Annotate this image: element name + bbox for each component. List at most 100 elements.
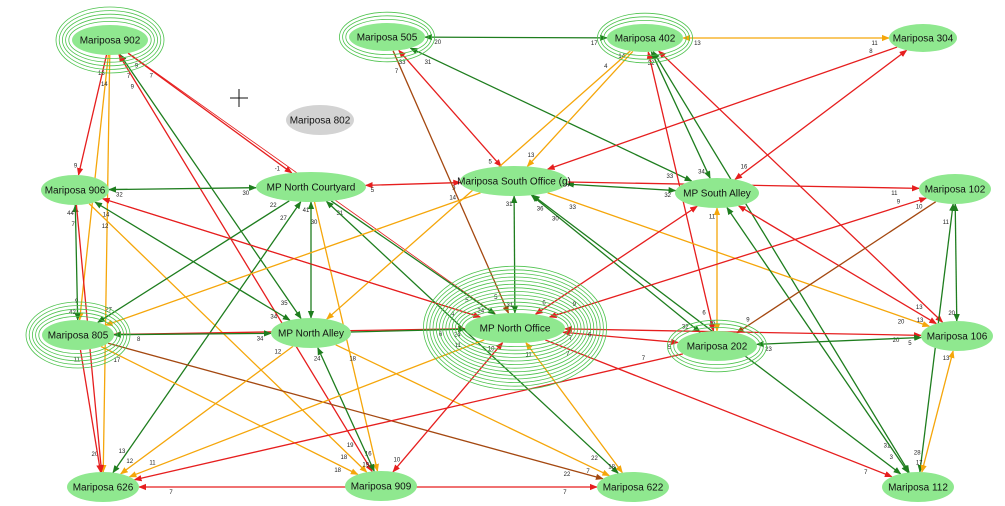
edge-m902-m906[interactable]: 9 <box>74 54 108 176</box>
edge-line[interactable] <box>133 353 684 482</box>
edge-line[interactable] <box>94 201 291 321</box>
node-ellipse[interactable] <box>256 172 366 202</box>
node-ellipse[interactable] <box>349 23 425 51</box>
node-m402[interactable]: Mariposa 402 <box>607 24 683 52</box>
edge-m902-mpnc[interactable]: 9-1 <box>127 52 293 174</box>
node-ellipse[interactable] <box>286 105 354 135</box>
edge-mpsa-m112[interactable]: 3 <box>726 206 909 474</box>
node-m505[interactable]: Mariposa 505 <box>349 23 425 51</box>
edge-line[interactable] <box>726 206 909 474</box>
edge-line[interactable] <box>128 339 485 478</box>
edge-m902-m626[interactable]: 14 <box>100 54 111 473</box>
node-ellipse[interactable] <box>889 24 957 52</box>
node-mpna[interactable]: MP North Alley <box>271 318 351 348</box>
edge-mpnc-mpna[interactable]: 41 <box>303 201 315 319</box>
node-m304[interactable]: Mariposa 304 <box>889 24 957 52</box>
node-m906[interactable]: Mariposa 906 <box>41 175 109 205</box>
edge-line[interactable] <box>564 325 922 339</box>
node-ellipse[interactable] <box>675 178 759 208</box>
edge-line[interactable] <box>398 49 502 168</box>
node-ellipse[interactable] <box>72 25 148 55</box>
edge-line[interactable] <box>72 204 81 321</box>
node-mpso[interactable]: Mariposa South Office (g) <box>457 166 571 196</box>
node-mpnc[interactable]: MP North Courtyard <box>256 172 366 202</box>
edge-line[interactable] <box>113 330 272 338</box>
node-ellipse[interactable] <box>42 320 114 350</box>
edge-line[interactable] <box>127 52 293 174</box>
edge-m402-m112[interactable]: 31 <box>652 50 910 474</box>
node-m112[interactable]: Mariposa 112 <box>882 472 954 502</box>
edge-line[interactable] <box>79 349 103 473</box>
node-m909[interactable]: Mariposa 909 <box>345 471 417 501</box>
edge-mpnc-mpno[interactable]: 3124 <box>330 200 496 315</box>
node-m626[interactable]: Mariposa 626 <box>67 472 139 502</box>
edge-m102-m106[interactable]: 20 <box>948 203 960 322</box>
node-m106[interactable]: Mariposa 106 <box>921 321 993 351</box>
edge-mpnc-mpso[interactable]: 59 <box>364 179 462 195</box>
edge-line[interactable] <box>546 46 898 170</box>
edge-m304-mpso[interactable]: 8 <box>546 46 898 170</box>
edge-m202-m106[interactable]: 235 <box>755 334 922 353</box>
node-ellipse[interactable] <box>921 321 993 351</box>
edge-line[interactable] <box>525 342 623 474</box>
node-m202[interactable]: Mariposa 202 <box>677 331 757 361</box>
node-m902[interactable]: Mariposa 902 <box>72 25 148 55</box>
node-ellipse[interactable] <box>882 472 954 502</box>
node-ellipse[interactable] <box>345 471 417 501</box>
node-ellipse[interactable] <box>677 331 757 361</box>
edge-mpsa-m106[interactable]: 13 <box>737 205 938 325</box>
edge-line[interactable] <box>100 54 111 473</box>
edge-line[interactable] <box>409 47 693 182</box>
edge-line[interactable] <box>534 205 698 315</box>
edge-mpno-m906[interactable] <box>102 198 481 318</box>
node-m102[interactable]: Mariposa 102 <box>919 174 991 204</box>
edge-line[interactable] <box>330 200 496 315</box>
edge-line[interactable] <box>102 198 481 318</box>
edge-line[interactable] <box>755 334 922 348</box>
edge-line[interactable] <box>952 203 960 322</box>
edge-line[interactable] <box>547 192 931 327</box>
edge-line[interactable] <box>317 347 375 472</box>
edge-line[interactable] <box>104 192 481 326</box>
edge-line[interactable] <box>545 339 893 478</box>
node-m802[interactable]: Mariposa 802 <box>286 105 354 135</box>
edge-line[interactable] <box>737 205 938 325</box>
edge-m505-mpso[interactable]: 335 <box>398 49 502 168</box>
edge-line[interactable] <box>526 50 634 168</box>
edge-line[interactable] <box>120 345 294 475</box>
node-mpno[interactable]: MP North Office <box>465 313 565 343</box>
node-ellipse[interactable] <box>597 472 669 502</box>
node-ellipse[interactable] <box>460 166 568 196</box>
edge-m102-mpno[interactable]: 99 <box>548 197 928 318</box>
edge-m805-mpna[interactable]: 34 <box>113 330 272 342</box>
edge-line[interactable] <box>734 49 908 180</box>
node-ellipse[interactable] <box>41 175 109 205</box>
node-ellipse[interactable] <box>465 313 565 343</box>
edge-line[interactable] <box>920 350 955 473</box>
node-m805[interactable]: Mariposa 805 <box>42 320 114 350</box>
edge-line[interactable] <box>736 201 937 334</box>
edge-line[interactable] <box>566 181 677 194</box>
node-ellipse[interactable] <box>271 318 351 348</box>
edge-mpno-m202[interactable]: 75 <box>562 329 679 351</box>
edge-line[interactable] <box>108 184 257 193</box>
node-mpsa[interactable]: MP South Alley <box>675 178 759 208</box>
edge-mpso-m805[interactable]: 14 <box>104 192 481 326</box>
edge-line[interactable] <box>77 54 108 176</box>
node-ellipse[interactable] <box>919 174 991 204</box>
edge-line[interactable] <box>364 179 462 189</box>
edge-line[interactable] <box>424 34 608 41</box>
